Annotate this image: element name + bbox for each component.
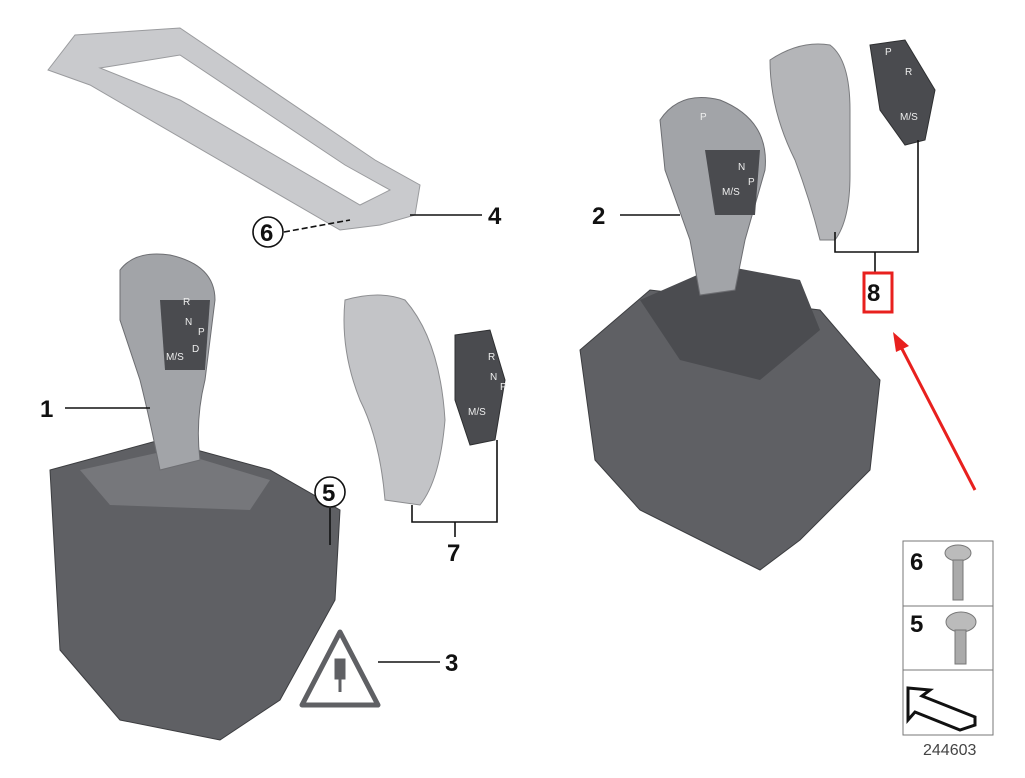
callout-8: 8 (867, 280, 880, 307)
svg-text:M/S: M/S (166, 352, 184, 363)
warning-symbol-part-3 (299, 629, 381, 708)
svg-text:P: P (748, 177, 755, 188)
arrow-symbol-icon (906, 686, 977, 732)
svg-text:M/S: M/S (468, 407, 486, 418)
svg-text:M/S: M/S (722, 187, 740, 198)
shifter-assembly-part-2: P N P M/S (579, 97, 881, 571)
callout-6-circle (252, 216, 284, 248)
svg-text:R: R (183, 297, 190, 308)
svg-text:N: N (490, 372, 497, 383)
svg-text:R: R (488, 352, 495, 363)
callout-7: 7 (447, 540, 460, 567)
svg-text:R: R (905, 67, 912, 78)
svg-text:P: P (885, 47, 892, 58)
knob-shell-part-8: P R M/S (769, 39, 936, 241)
red-arrow (893, 332, 977, 491)
legend-6: 6 (910, 549, 923, 576)
callout-3: 3 (445, 650, 458, 677)
legend-5: 5 (910, 611, 923, 638)
callout-5: 5 (322, 480, 335, 507)
callout-2: 2 (592, 203, 605, 230)
shifter-assembly-part-1: R N P D M/S (49, 253, 341, 741)
svg-text:P: P (198, 327, 205, 338)
callout-5-circle (314, 476, 346, 508)
svg-text:D: D (192, 344, 199, 355)
svg-text:N: N (738, 162, 745, 173)
fastener-legend: 6 5 (902, 540, 994, 736)
callout-4: 4 (488, 203, 502, 230)
screw-icon (945, 611, 977, 665)
svg-text:N: N (185, 317, 192, 328)
svg-text:M/S: M/S (900, 112, 918, 123)
catalog-number: 244603 (923, 742, 976, 759)
svg-text:P: P (700, 112, 707, 123)
leader-lines (65, 140, 919, 663)
callout-1: 1 (40, 396, 53, 423)
svg-text:P: P (500, 382, 507, 393)
knob-cover-part-7: R N P M/S (343, 294, 507, 506)
highlight-box (862, 271, 894, 314)
screw-icon (944, 544, 972, 601)
callout-6: 6 (260, 220, 273, 247)
trim-frame-part-4 (47, 27, 421, 231)
